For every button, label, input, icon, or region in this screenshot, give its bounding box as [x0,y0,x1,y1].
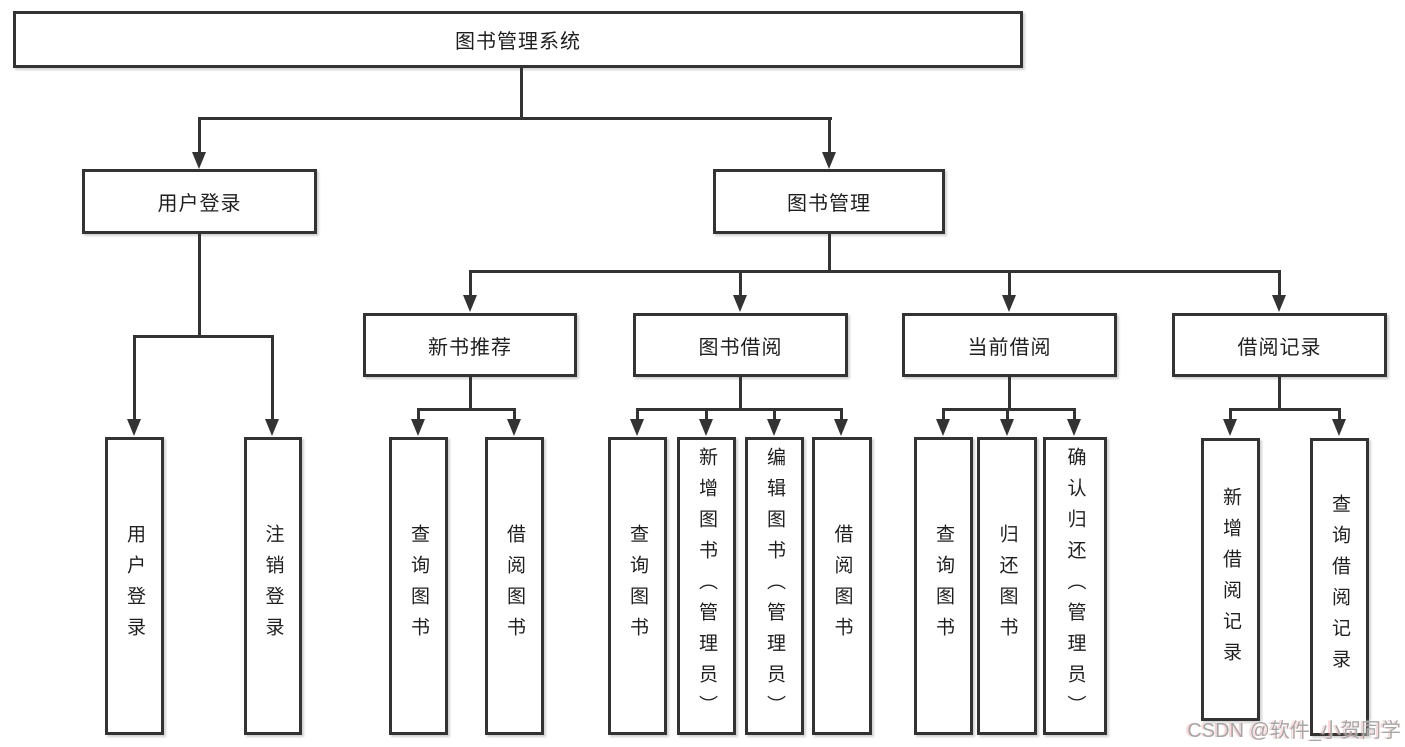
connector-borrow-drop2 [705,408,708,421]
arrowhead-query-borrow-record [1332,419,1346,436]
connector-to-borrow-records [1278,270,1281,297]
connector-user-login-stem [198,234,201,335]
arrowhead-current-borrow [1002,295,1016,312]
node-current-borrow-label: 当前借阅 [967,336,1052,359]
leaf-edit-books-admin-label: 编辑图书（管理员） [764,446,785,726]
leaf-user-login: 用户登录 [105,437,164,735]
arrowhead-leaf-user-login [127,419,141,436]
connector-borrow-stem [739,377,742,408]
connector-borrow-drop3 [773,408,776,421]
connector-to-current-borrow [1008,270,1011,297]
connector-root-bar [198,117,832,120]
connector-book-management-stem [828,234,831,270]
csdn-watermark: CSDN @软件_小贺同学 [1187,720,1401,742]
leaf-return-books: 归还图书 [977,437,1037,735]
leaf-query-books-current-label: 查询图书 [933,524,954,648]
leaf-query-books-recommend-label: 查询图书 [408,524,429,648]
leaf-add-books-admin: 新增图书（管理员） [677,437,736,735]
connector-to-book-management [828,117,831,155]
leaf-add-books-admin-label: 新增图书（管理员） [696,446,717,726]
arrowhead-borrow-books [834,419,848,436]
arrowhead-leaf-logout [265,419,279,436]
leaf-query-books-recommend: 查询图书 [389,437,448,735]
connector-to-new-book-recommend [469,270,472,297]
connector-current-drop2 [1006,408,1009,421]
connector-records-drop1 [1229,408,1232,421]
node-new-book-recommend: 新书推荐 [363,313,577,377]
connector-level3-bar [469,270,1281,273]
connector-to-user-login [198,117,201,155]
connector-records-drop2 [1338,408,1341,421]
connector-recommend-stem [469,377,472,408]
connector-to-leaf-user-login [133,335,136,420]
leaf-query-borrow-record-label: 查询借阅记录 [1329,494,1350,680]
arrowhead-book-borrow [733,295,747,312]
connector-to-book-borrow [739,270,742,297]
connector-current-drop3 [1073,408,1076,421]
arrowhead-edit-books-admin [767,419,781,436]
leaf-borrow-books-recommend-label: 借阅图书 [504,524,525,648]
connector-recommend-bar [417,408,515,411]
node-book-management-label: 图书管理 [787,193,871,215]
arrowhead-query-books-borrow [630,419,644,436]
connector-borrow-bar [636,408,842,411]
leaf-confirm-return-admin-label: 确认归还（管理员） [1064,446,1086,726]
node-new-book-recommend-label: 新书推荐 [428,336,512,359]
connector-recommend-drop1 [417,408,420,421]
leaf-query-borrow-record: 查询借阅记录 [1310,438,1369,736]
node-borrow-records: 借阅记录 [1172,313,1387,377]
leaf-borrow-books-recommend: 借阅图书 [485,437,544,735]
arrowhead-return-books [1000,419,1014,436]
node-user-login: 用户登录 [82,169,317,234]
connector-root-stem [520,68,523,117]
connector-to-leaf-logout [271,335,274,420]
leaf-logout-label: 注销登录 [262,524,284,648]
arrowhead-confirm-return-admin [1067,419,1081,436]
node-book-management: 图书管理 [713,169,945,234]
node-book-borrow-label: 图书借阅 [698,336,783,359]
leaf-logout: 注销登录 [244,437,302,735]
connector-user-login-bar [133,335,274,338]
connector-current-drop1 [942,408,945,421]
arrowhead-borrow-books-recommend [507,419,521,436]
arrowhead-add-books-admin [699,419,713,436]
connector-current-bar [942,408,1076,411]
leaf-confirm-return-admin: 确认归还（管理员） [1043,437,1107,735]
leaf-query-books-borrow: 查询图书 [608,437,667,735]
leaf-add-borrow-record: 新增借阅记录 [1201,438,1260,721]
connector-records-bar [1229,408,1340,411]
leaf-user-login-label: 用户登录 [124,524,145,648]
arrowhead-query-books-recommend [411,419,425,436]
leaf-query-books-borrow-label: 查询图书 [627,524,648,648]
leaf-query-books-current: 查询图书 [914,437,973,735]
leaf-return-books-label: 归还图书 [996,524,1018,648]
arrowhead-query-books-current [936,419,950,436]
node-root: 图书管理系统 [13,11,1023,68]
node-current-borrow: 当前借阅 [902,313,1117,377]
arrowhead-book-management [822,152,836,169]
leaf-borrow-books-label: 借阅图书 [831,524,853,648]
arrowhead-add-borrow-record [1223,419,1237,436]
arrowhead-new-book-recommend [463,295,477,312]
leaf-add-borrow-record-label: 新增借阅记录 [1220,486,1241,673]
arrowhead-borrow-records [1272,295,1286,312]
node-root-label: 图书管理系统 [455,31,581,53]
arrowhead-user-login [192,152,206,169]
connector-recommend-drop2 [513,408,516,421]
node-book-borrow: 图书借阅 [633,313,848,377]
leaf-borrow-books: 借阅图书 [812,437,872,735]
connector-records-stem [1278,377,1281,408]
connector-borrow-drop4 [840,408,843,421]
leaf-edit-books-admin: 编辑图书（管理员） [745,437,804,735]
node-user-login-label: 用户登录 [157,193,242,215]
connector-borrow-drop1 [636,408,639,421]
connector-current-stem [1008,377,1011,408]
node-borrow-records-label: 借阅记录 [1237,336,1322,359]
